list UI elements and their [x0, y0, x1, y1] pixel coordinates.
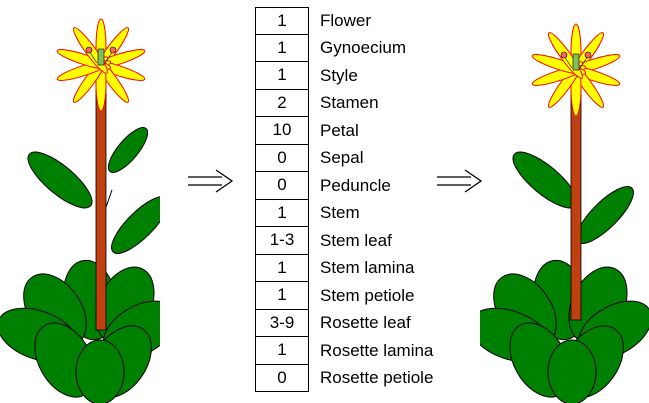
part-label: Stamen: [320, 93, 379, 113]
part-label: Stem lamina: [320, 258, 415, 278]
part-count: 0: [255, 144, 309, 172]
part-label: Sepal: [320, 148, 364, 168]
part-count: 3-9: [255, 309, 309, 337]
rosette-leaves: [0, 259, 160, 403]
flower: [531, 23, 621, 117]
part-row: 0 Rosette petiole: [255, 364, 434, 392]
part-count: 0: [255, 172, 309, 200]
stem-leaf: [107, 127, 149, 173]
part-count: 1: [255, 282, 309, 310]
part-count: 1: [255, 337, 309, 365]
part-count: 1: [255, 254, 309, 282]
part-row: 0 Sepal: [255, 144, 433, 172]
double-arrow-right-icon: [437, 169, 483, 193]
part-row: 1-3 Stem leaf: [255, 227, 433, 255]
stem-leaf: [111, 196, 160, 254]
part-label: Gynoecium: [320, 38, 406, 58]
part-count: 10: [255, 117, 309, 145]
part-label: Stem leaf: [320, 230, 392, 250]
part-row: 3-9 Rosette leaf: [255, 309, 433, 337]
double-arrow-right-icon: [188, 169, 234, 193]
part-label: Peduncle: [320, 175, 391, 195]
part-label: Rosette leaf: [320, 313, 411, 333]
part-label: Stem petiole: [320, 285, 415, 305]
part-count: 1: [255, 199, 309, 227]
stem: [570, 89, 582, 321]
part-label: Rosette petiole: [320, 368, 434, 388]
part-row: 1 Stem petiole: [255, 282, 433, 310]
part-count: 1: [255, 62, 309, 90]
flower: [56, 18, 146, 112]
part-label: Style: [320, 65, 358, 85]
part-count: 2: [255, 89, 309, 117]
part-row: 1 Style: [255, 62, 433, 90]
part-row: 1 Stem lamina: [255, 254, 433, 282]
part-count: 1: [255, 34, 309, 62]
part-label: Petal: [320, 120, 359, 140]
stem-leaves: [27, 127, 160, 254]
stem: [95, 84, 107, 331]
part-row: 1 Rosette lamina: [255, 337, 433, 365]
rosette-leaf: [75, 339, 125, 403]
part-row: 2 Stamen: [255, 89, 433, 117]
part-count: 1-3: [255, 227, 309, 255]
stem-leaf: [27, 151, 93, 209]
plant-right-illustration: [480, 23, 649, 403]
part-row: 1 Flower: [255, 7, 433, 35]
part-row: 1 Stem: [255, 199, 433, 227]
part-count: 1: [255, 7, 309, 35]
part-row: 1 Gynoecium: [255, 34, 433, 62]
rosette-leaf: [547, 339, 597, 403]
part-row: 0 Peduncle: [255, 172, 433, 200]
part-count: 0: [255, 364, 309, 392]
part-label: Rosette lamina: [320, 340, 434, 360]
part-label: Flower: [320, 10, 372, 30]
part-label: Stem: [320, 203, 360, 223]
plant-left-illustration: [0, 18, 160, 403]
part-row: 10 Petal: [255, 117, 433, 145]
